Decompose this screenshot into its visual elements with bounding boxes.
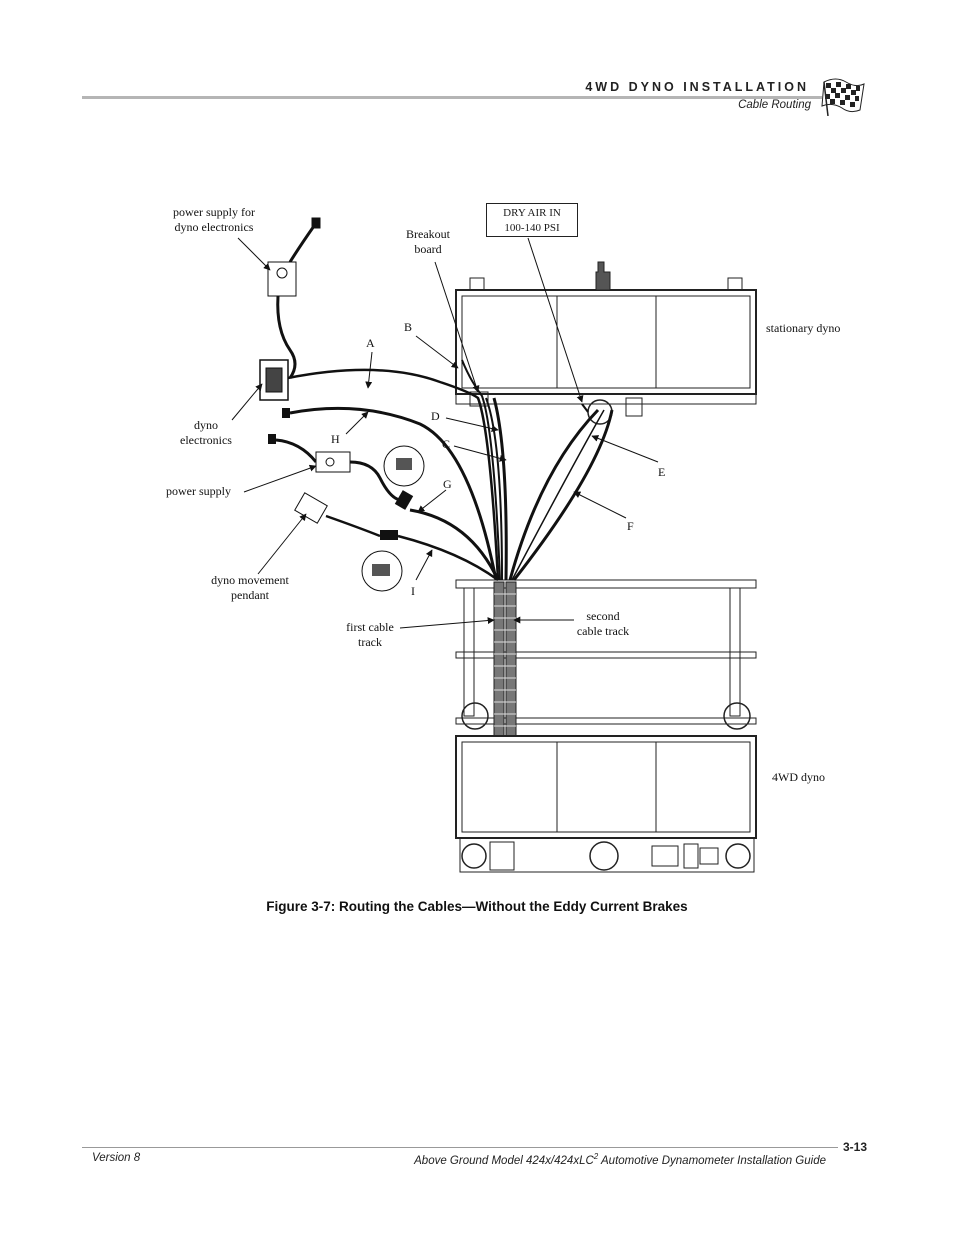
track-frame bbox=[455, 579, 757, 730]
cable-a bbox=[287, 368, 500, 581]
footer-guide-title: Above Ground Model 424x/424xLC2 Automoti… bbox=[414, 1152, 826, 1167]
label-line: cable track bbox=[576, 624, 630, 638]
label-power-supply-electronics: power supply for dyno electronics bbox=[156, 205, 272, 235]
running-header-title: 4WD DYNO INSTALLATION bbox=[585, 80, 809, 94]
cable-d bbox=[485, 397, 503, 581]
label-dyno-electronics: dyno electronics bbox=[176, 418, 236, 448]
label-line: board bbox=[414, 242, 442, 256]
electronics-power-supply bbox=[267, 217, 321, 379]
label-line: dyno bbox=[194, 418, 218, 432]
label-line: power supply for bbox=[173, 205, 255, 219]
label-line: pendant bbox=[231, 588, 269, 602]
callout-g: G bbox=[443, 477, 452, 491]
cable-routing-figure: power supply for dyno electronics Breako… bbox=[156, 203, 841, 873]
label-4wd-dyno: 4WD dyno bbox=[772, 770, 825, 784]
dry-air-box: DRY AIR IN 100-140 PSI bbox=[486, 203, 578, 237]
callout-f: F bbox=[627, 519, 634, 533]
four-wd-dyno bbox=[455, 735, 757, 873]
callout-leaders bbox=[231, 237, 659, 629]
dyno-electronics-box bbox=[259, 359, 289, 401]
footer-rule bbox=[82, 1147, 838, 1148]
callout-c: C bbox=[442, 437, 451, 451]
cable-i bbox=[294, 492, 499, 592]
guide-title-rest: Automotive Dynamometer Installation Guid… bbox=[598, 1154, 826, 1167]
cable-g bbox=[268, 434, 500, 581]
page-number: 3-13 bbox=[843, 1140, 868, 1154]
label-stationary-dyno: stationary dyno bbox=[766, 321, 841, 335]
label-line: Breakout bbox=[406, 227, 450, 241]
footer-version: Version 8 bbox=[92, 1152, 141, 1164]
figure-caption: Figure 3-7: Routing the Cables—Without t… bbox=[266, 899, 688, 914]
label-line: DRY AIR IN bbox=[503, 207, 561, 219]
callout-i: I bbox=[411, 584, 415, 598]
label-power-supply: power supply bbox=[166, 484, 231, 498]
label-line: first cable bbox=[346, 620, 394, 634]
cable-routing-diagram bbox=[231, 217, 757, 873]
cable-tracks bbox=[493, 581, 517, 737]
cable-h bbox=[282, 406, 498, 581]
cable-e bbox=[508, 408, 600, 581]
label-first-cable-track: first cable track bbox=[338, 620, 402, 650]
running-header-subtitle: Cable Routing bbox=[738, 99, 811, 111]
guide-title-superscript: 2 bbox=[593, 1152, 599, 1161]
callout-a: A bbox=[366, 336, 375, 350]
callout-h: H bbox=[331, 432, 340, 446]
cable-f bbox=[512, 409, 614, 581]
label-second-cable-track: second cable track bbox=[568, 609, 638, 639]
cable-c bbox=[492, 397, 508, 581]
label-line: dyno electronics bbox=[174, 220, 254, 234]
label-line: 100-140 PSI bbox=[504, 222, 560, 234]
stationary-dyno bbox=[455, 261, 757, 425]
label-line: electronics bbox=[180, 433, 232, 447]
label-line: dyno movement bbox=[211, 573, 289, 587]
label-line: second bbox=[586, 609, 620, 623]
checkered-flag-icon bbox=[821, 78, 865, 116]
callout-b: B bbox=[404, 320, 413, 334]
dry-air-line bbox=[581, 403, 589, 413]
guide-title-main: Above Ground Model 424x/424xLC bbox=[414, 1154, 594, 1167]
header-rule bbox=[82, 96, 822, 99]
label-breakout-board: Breakout board bbox=[392, 227, 464, 257]
callout-d: D bbox=[431, 409, 440, 423]
label-pendant: dyno movement pendant bbox=[200, 573, 300, 603]
label-line: track bbox=[358, 635, 382, 649]
cable-b bbox=[461, 359, 501, 581]
callout-e: E bbox=[658, 465, 666, 479]
